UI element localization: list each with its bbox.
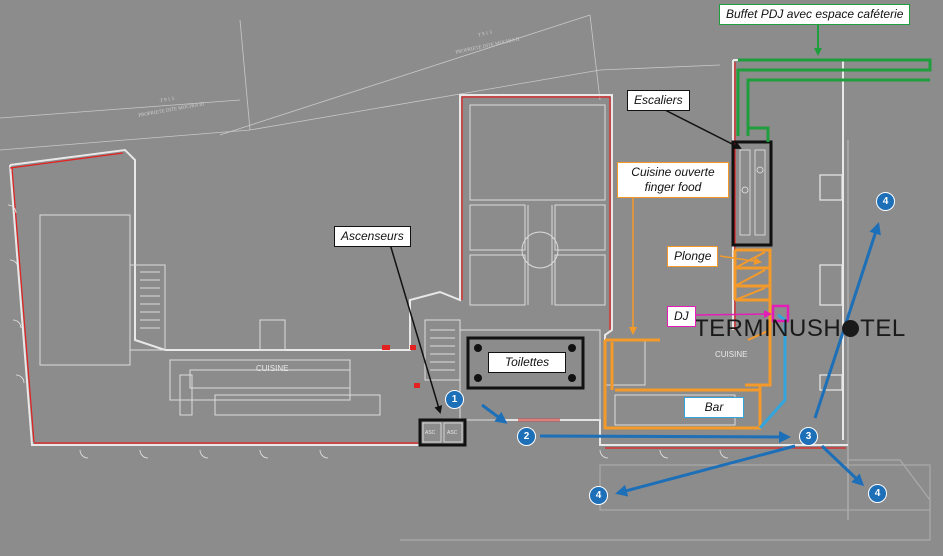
callout-cuisine-line-2: finger food [644,180,702,194]
callout-cuisine-line-1: Cuisine ouverte [631,165,715,179]
logo-text-right: TEL [860,315,906,342]
flow-arrow-3-4b [615,444,796,497]
callout-cuisine-ouverte: Cuisine ouverte finger food [617,162,729,198]
elevators-box [418,418,467,447]
toilet-fixtures [474,344,576,382]
flow-arrow-2-3 [539,430,791,443]
central-rooms [469,104,606,306]
buffet-outline [736,58,932,142]
callout-ascenseurs: Ascenseurs [334,226,411,247]
flow-arrow-3-4c [820,444,865,487]
toilets-box [466,336,585,390]
stairs-block [424,319,736,426]
window-markers [7,204,729,459]
callout-escaliers: Escaliers [627,90,690,111]
bar-outline [758,313,787,429]
step-marker-4-south: 4 [589,486,608,505]
property-lines [0,14,849,520]
step-marker-4-north: 4 [876,192,895,211]
red-markers [382,345,420,388]
room-label-asc-right: ASC [447,430,458,436]
highlight-boxes [418,140,773,447]
room-label-asc-left: ASC [425,430,436,436]
callout-toilettes: Toilettes [488,352,566,373]
callout-plonge: Plonge [667,246,719,267]
dj-box [771,304,790,323]
room-label-cuisine-right: CUISINE [715,350,748,359]
step-marker-4-east: 4 [868,484,887,503]
flow-arrow-1-2 [481,403,508,424]
callout-bar: Bar [684,397,744,418]
callout-dj: DJ [667,306,696,327]
dj-pointer [692,310,772,319]
terminus-hotel-logo: TERMINUSH TEL [694,316,906,342]
right-area [400,174,931,541]
logo-text-left: TERMINUSH [694,315,842,342]
building-walls [9,59,848,446]
step-marker-1: 1 [445,390,464,409]
stairs-highlight-box [731,140,773,247]
escaliers-pointer [664,109,742,149]
step-marker-2: 2 [517,427,536,446]
callout-buffet: Buffet PDJ avec espace caféterie [719,4,911,25]
stair-fixtures [739,149,766,236]
elevator-cars [422,422,463,443]
ascenseurs-pointer [389,243,443,414]
room-label-cuisine-left: CUISINE [256,364,289,373]
step-marker-3: 3 [799,427,818,446]
plonge-pointer [719,255,762,266]
left-wing-interior [39,214,381,416]
logo-o-icon [842,320,860,337]
